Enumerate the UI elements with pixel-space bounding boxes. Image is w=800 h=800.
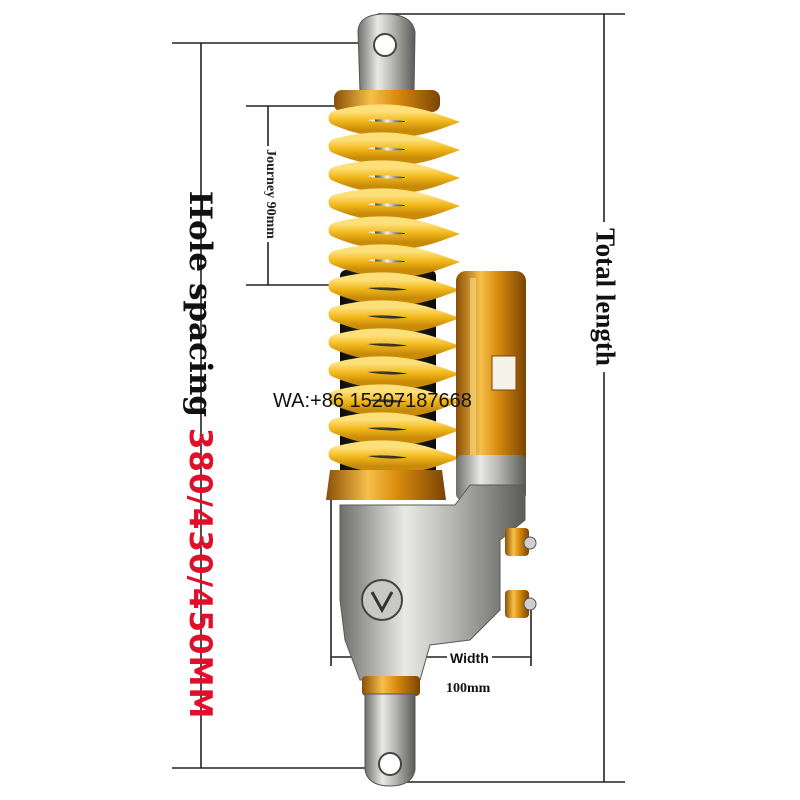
- total-length-label: Total length: [589, 222, 621, 372]
- spring-coil: [328, 216, 461, 250]
- spring-coil: [328, 272, 461, 306]
- spring-coil: [328, 244, 461, 278]
- lower-spring-seat: [326, 470, 446, 500]
- width-value: 100mm: [446, 681, 491, 696]
- spring-coil: [328, 440, 461, 474]
- top-eye-mount: [357, 13, 416, 93]
- spring-coil: [328, 300, 461, 334]
- bottom-collar: [362, 676, 420, 696]
- contact-watermark: WA:+86 15207187668: [273, 390, 472, 412]
- coil-spring: [328, 104, 461, 474]
- hole-spacing-label: Hole spacing 380/430/450MM: [182, 191, 218, 720]
- hole-spacing-text: Hole spacing: [182, 190, 218, 418]
- spring-coil: [328, 384, 461, 418]
- spring-coil: [328, 132, 461, 166]
- valve-block: [339, 484, 537, 681]
- spring-coil: [328, 328, 461, 362]
- width-label: Width: [447, 650, 492, 666]
- spring-coil: [328, 356, 461, 390]
- spring-coil: [328, 160, 461, 194]
- spring-coil: [328, 188, 461, 222]
- bottom-eye-mount: [364, 693, 416, 787]
- reservoir: [456, 271, 526, 500]
- spring-coil: [328, 412, 461, 446]
- spring-coil: [328, 104, 461, 138]
- journey-label: Journey 90mm: [262, 146, 278, 242]
- hole-spacing-values: 380/430/450MM: [182, 427, 218, 720]
